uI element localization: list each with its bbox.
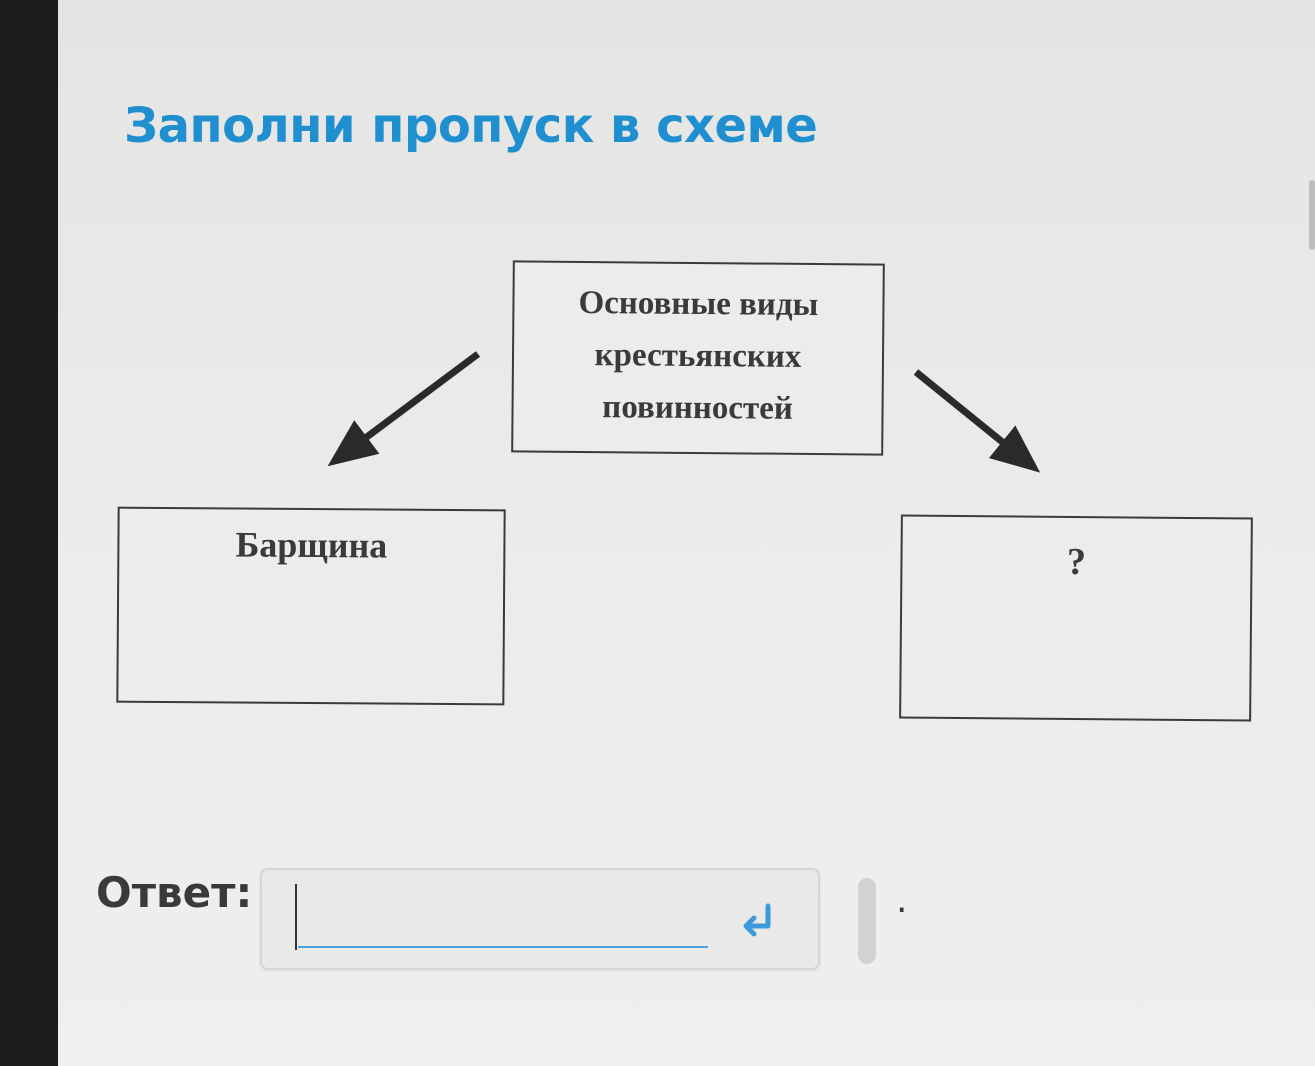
page-title: Заполни пропуск в схеме xyxy=(124,98,818,154)
answer-field[interactable] xyxy=(260,868,820,970)
arrow-left xyxy=(327,351,481,467)
arrow-right xyxy=(913,369,1041,473)
answer-input[interactable] xyxy=(298,882,708,948)
right-box: ? xyxy=(899,514,1253,722)
scrollbar[interactable] xyxy=(1309,180,1315,250)
main-box-line: Основные виды xyxy=(578,284,819,324)
answer-label: Ответ: xyxy=(96,868,253,917)
diagram-arrows xyxy=(327,351,1041,473)
left-box: Барщина xyxy=(116,506,506,706)
scroll-handle[interactable] xyxy=(858,878,876,964)
text-caret xyxy=(295,884,297,950)
right-box-label: ? xyxy=(1066,540,1087,584)
main-box: Основные виды крестьянских повинностей xyxy=(511,260,885,456)
main-box-line: повинностей xyxy=(602,389,793,427)
enter-arrow-icon[interactable] xyxy=(734,898,782,946)
diagram: Основные виды крестьянских повинностей Б… xyxy=(100,250,1270,740)
left-box-label: Барщина xyxy=(235,524,388,566)
main-box-line: крестьянских xyxy=(594,337,802,375)
trailing-period: . xyxy=(896,880,908,921)
